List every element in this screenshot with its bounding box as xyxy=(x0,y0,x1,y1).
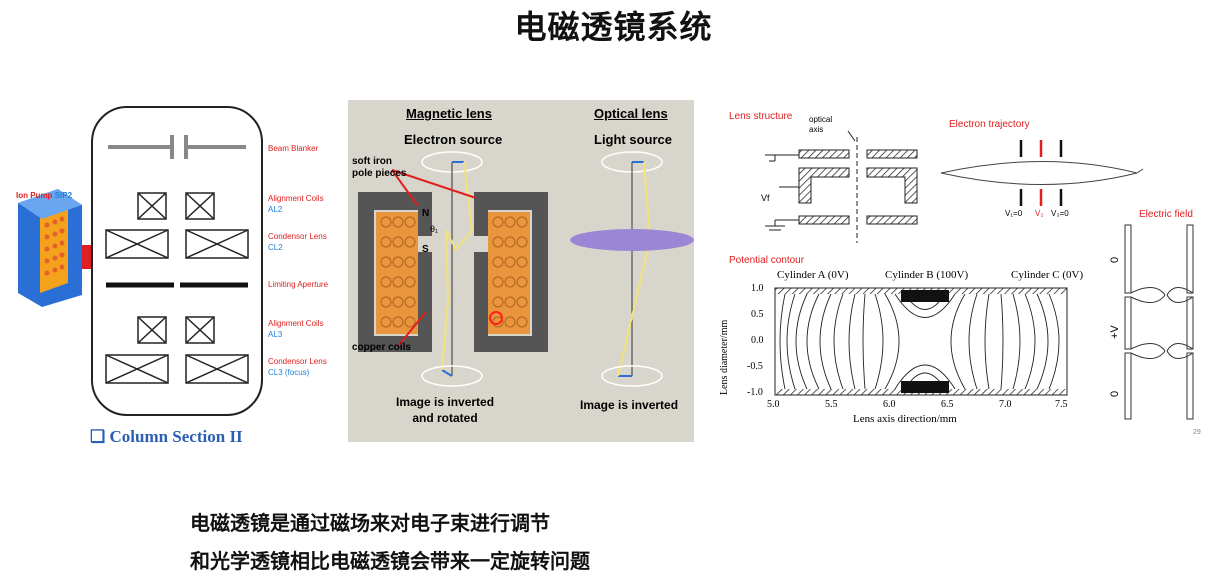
column-outline xyxy=(91,106,263,416)
vf-label: Vf xyxy=(761,193,770,203)
cylinder-b-label: Cylinder B (100V) xyxy=(885,269,969,281)
s-pole-label: S xyxy=(422,244,429,255)
potential-contour-title: Potential contour xyxy=(729,255,805,266)
label-cl2: CL2 xyxy=(268,243,283,252)
field-label-0-bottom: 0 xyxy=(1109,390,1121,397)
theta-label: θ₁ xyxy=(430,224,439,234)
electron-trajectory-icon xyxy=(940,140,1144,206)
field-label-0-top: 0 xyxy=(1109,256,1121,263)
electrostatic-diagram xyxy=(765,130,1194,420)
label-alignment-coils-2: Alignment Coils xyxy=(268,319,324,328)
electron-trajectory-title: Electron trajectory xyxy=(949,119,1030,130)
label-al2: AL2 xyxy=(268,205,283,214)
condensor-lens-cl3-icon xyxy=(105,354,249,384)
magnetic-optical-figure: Magnetic lens Optical lens Electron sour… xyxy=(348,100,694,442)
red-dot-icon xyxy=(489,311,503,325)
x-axis-label: Lens axis direction/mm xyxy=(853,413,957,425)
cylinder-c-label: Cylinder C (0V) xyxy=(1011,269,1084,281)
alignment-coils-al2-icon xyxy=(137,192,215,220)
v1-label: V₁=0 xyxy=(1005,209,1023,218)
lens-comparison-diagram xyxy=(358,151,694,387)
label-condensor-lens-2: Condensor Lens xyxy=(268,357,327,366)
electric-field-icon xyxy=(1124,224,1194,420)
y-axis-label: Lens diameter/mm xyxy=(719,319,730,395)
ytick-2: 0.5 xyxy=(751,309,764,320)
n-pole-label: N xyxy=(422,208,430,219)
ion-pump-icon xyxy=(18,189,82,307)
lens-structure-icon xyxy=(765,130,918,243)
label-beam-blanker: Beam Blanker xyxy=(268,144,319,153)
alignment-coils-al3-icon xyxy=(137,316,215,344)
xtick-6: 7.5 xyxy=(1055,399,1068,410)
xtick-1: 5.0 xyxy=(767,399,780,410)
v2-label: V₂ xyxy=(1035,209,1044,218)
v3-label: V₃=0 xyxy=(1051,209,1069,218)
label-condensor-lens-1: Condensor Lens xyxy=(268,232,327,241)
label-alignment-coils-1: Alignment Coils xyxy=(268,194,324,203)
xtick-3: 6.0 xyxy=(883,399,896,410)
column-section-figure: Ion Pump SIP2 Beam Blanker Alignment Coi… xyxy=(10,85,330,450)
xtick-2: 5.5 xyxy=(825,399,838,410)
lens-structure-title: Lens structure xyxy=(729,111,793,122)
condensor-lens-cl2-icon xyxy=(105,229,249,259)
label-limiting-aperture: Limiting Aperture xyxy=(268,280,329,289)
optical-axis-label: optical axis xyxy=(809,115,833,134)
label-al3: AL3 xyxy=(268,330,283,339)
xtick-4: 6.5 xyxy=(941,399,954,410)
page-number: 29 xyxy=(1193,429,1201,436)
electron-source-label: Electron source xyxy=(404,132,503,147)
right-magnet-icon xyxy=(474,192,548,352)
body-line-1: 电磁透镜是通过磁场来对电子束进行调节 xyxy=(190,511,550,535)
electrostatic-lens-figure: Lens structure optical axis Vf Electron … xyxy=(715,95,1220,445)
optical-lens-heading: Optical lens xyxy=(594,106,668,121)
ytick-1: 1.0 xyxy=(751,283,764,294)
image-inverted-rotated-label: Image is inverted and rotated xyxy=(396,395,495,425)
column-caption: ❑ Column Section II xyxy=(90,427,243,446)
column-diagram xyxy=(18,106,263,416)
field-label-plus-v: +V xyxy=(1109,325,1121,339)
light-source-label: Light source xyxy=(594,132,673,147)
ytick-5: -1.0 xyxy=(747,387,763,398)
cylinder-a-label: Cylinder A (0V) xyxy=(777,269,849,281)
copper-coils-label: copper coils xyxy=(352,342,411,353)
slide-title: 电磁透镜系统 xyxy=(514,8,713,46)
soft-iron-label: soft iron pole pieces xyxy=(352,156,407,179)
ion-pump-label: Ion Pump SIP2 xyxy=(16,191,73,200)
image-inverted-label: Image is inverted xyxy=(580,398,679,412)
optical-lens-icon xyxy=(570,229,694,251)
left-magnet-icon xyxy=(358,192,432,352)
beam-blanker-icon xyxy=(108,135,246,159)
body-line-2: 和光学透镜相比电磁透镜会带来一定旋转问题 xyxy=(190,549,590,573)
label-cl3: CL3 (focus) xyxy=(268,368,310,377)
ytick-3: 0.0 xyxy=(751,335,764,346)
potential-contour-plot xyxy=(774,287,1068,396)
electric-field-title: Electric field xyxy=(1139,209,1193,220)
magnetic-lens-heading: Magnetic lens xyxy=(406,106,492,121)
ytick-4: -0.5 xyxy=(747,361,763,372)
xtick-5: 7.0 xyxy=(999,399,1012,410)
